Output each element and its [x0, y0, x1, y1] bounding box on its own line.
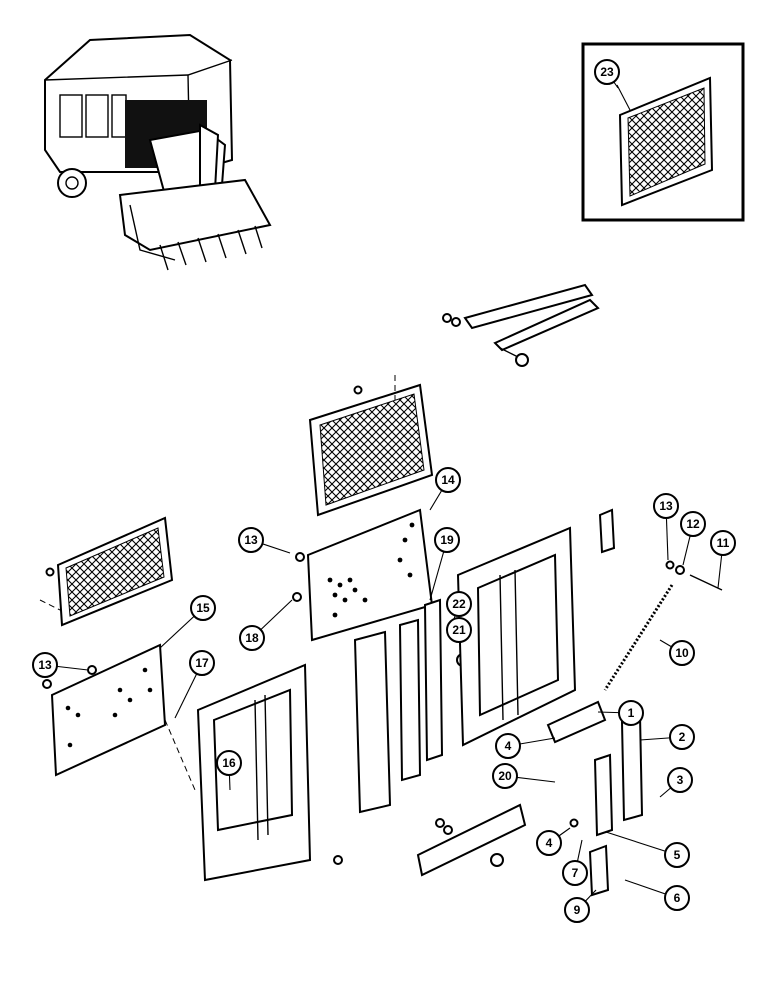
callout-circle-5 [664, 842, 690, 868]
callout-circle-11 [710, 530, 736, 556]
callout-14: 14 [429, 467, 461, 511]
callout-13a: 13 [238, 527, 291, 554]
callout-20: 20 [492, 763, 556, 789]
callout-number-22: 22 [452, 597, 466, 611]
chain-10 [603, 584, 674, 691]
callout-19: 19 [429, 527, 460, 601]
callout-number-18: 18 [245, 631, 259, 645]
callout-number-13b: 13 [659, 499, 673, 513]
callout-7: 7 [562, 839, 588, 886]
callout-number-5: 5 [674, 848, 681, 862]
callout-circle-16 [216, 750, 242, 776]
callout-number-3: 3 [677, 773, 684, 787]
callout-6: 6 [624, 879, 690, 911]
lower-brackets [416, 700, 644, 897]
cotton-picker-machine-illustration [44, 33, 272, 271]
callout-number-4a: 4 [505, 739, 512, 753]
callout-10: 10 [659, 639, 695, 666]
callout-5: 5 [605, 831, 690, 868]
callout-number-12: 12 [686, 517, 700, 531]
callout-circle-10 [669, 640, 695, 666]
callout-circle-1 [618, 700, 644, 726]
callout-circle-4a [495, 733, 521, 759]
callout-number-1: 1 [628, 706, 635, 720]
callout-17: 17 [174, 650, 215, 719]
callout-number-21: 21 [452, 623, 466, 637]
callout-2: 2 [639, 724, 695, 750]
right-frame [456, 508, 616, 747]
callout-circle-3 [667, 767, 693, 793]
callout-number-4b: 4 [546, 836, 553, 850]
callout-circle-17 [189, 650, 215, 676]
callout-number-23: 23 [600, 65, 614, 79]
callout-18: 18 [239, 599, 293, 651]
upper-mesh-screen [308, 375, 434, 517]
callout-circle-13c [32, 652, 58, 678]
callout-circle-21 [446, 617, 472, 643]
callout-21: 21 [446, 617, 472, 643]
callout-circle-13b [653, 493, 679, 519]
callout-11: 11 [710, 530, 736, 589]
callout-number-11: 11 [717, 536, 730, 550]
callout-number-19: 19 [440, 533, 454, 547]
callout-circle-14 [435, 467, 461, 493]
callout-13b: 13 [653, 493, 679, 561]
perforated-panel-15 [42, 643, 167, 777]
callout-circle-4b [536, 830, 562, 856]
callout-15: 15 [159, 595, 216, 649]
perforated-panel-14 [292, 508, 434, 642]
callout-number-7: 7 [572, 866, 579, 880]
callout-circle-12 [680, 511, 706, 537]
callout-22: 22 [446, 591, 472, 626]
callout-circle-18 [239, 625, 265, 651]
callout-circle-22 [446, 591, 472, 617]
callout-13c: 13 [32, 652, 89, 678]
callout-number-14: 14 [441, 473, 455, 487]
callout-circle-2 [669, 724, 695, 750]
callout-16: 16 [216, 750, 242, 791]
callout-circle-6 [664, 885, 690, 911]
callout-number-13a: 13 [244, 533, 258, 547]
callout-number-2: 2 [679, 730, 686, 744]
callout-circle-20 [492, 763, 518, 789]
callout-9: 9 [564, 889, 597, 923]
callout-number-6: 6 [674, 891, 681, 905]
bolt-assembly-11-13 [665, 560, 723, 591]
callout-number-17: 17 [195, 656, 209, 670]
callout-circle-9 [564, 897, 590, 923]
top-channel-rails [442, 283, 600, 367]
callout-number-16: 16 [222, 756, 236, 770]
callout-4b: 4 [536, 827, 571, 856]
callout-4a: 4 [495, 733, 556, 759]
callout-circle-23 [594, 59, 620, 85]
callout-circle-19 [434, 527, 460, 553]
callout-number-10: 10 [675, 646, 689, 660]
callout-number-9: 9 [574, 903, 581, 917]
left-mesh-screen [39, 516, 174, 627]
callout-12: 12 [680, 511, 706, 566]
callout-3: 3 [659, 767, 693, 798]
callout-circle-7 [562, 860, 588, 886]
callout-number-15: 15 [196, 601, 210, 615]
callout-number-20: 20 [498, 769, 512, 783]
vertical-supports [333, 598, 470, 865]
left-frame [164, 663, 312, 882]
callout-circle-15 [190, 595, 216, 621]
callout-23: 23 [594, 59, 620, 89]
callout-circle-13a [238, 527, 264, 553]
callout-number-13c: 13 [38, 658, 52, 672]
callout-1: 1 [597, 700, 644, 726]
callout-labels: 2314131313121119222118151716101234420567… [32, 59, 736, 923]
